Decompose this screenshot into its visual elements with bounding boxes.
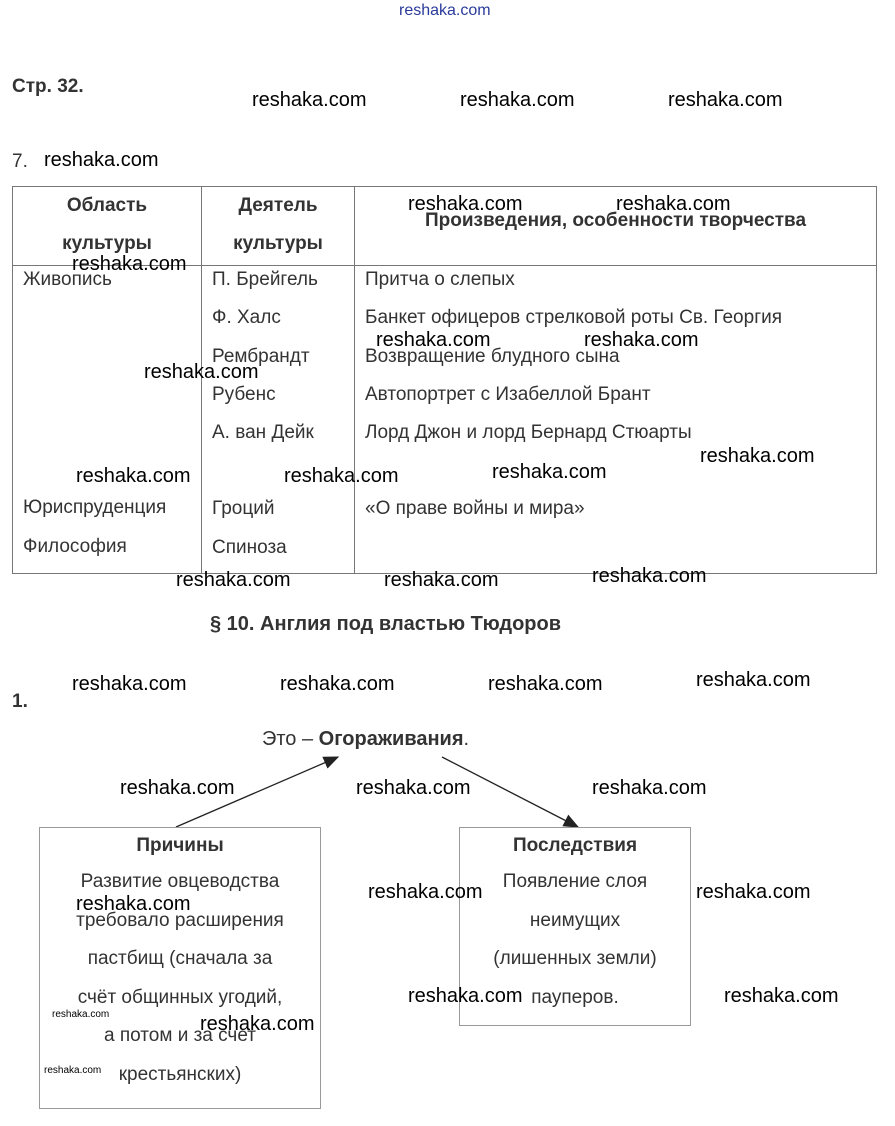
watermark: reshaka.com [120,777,235,799]
watermark: reshaka.com [176,569,291,591]
works-column: Притча о слепых Банкет офицеров стрелков… [354,265,877,574]
work-5: Лорд Джон и лорд Бернард Стюарты [365,422,692,444]
center-term: Это – Огораживания. [262,728,470,750]
watermark: reshaka.com [724,985,839,1007]
culture-table: Область культуры Деятель культуры Произв… [12,186,877,574]
area-law: Юриспруденция [23,497,167,519]
table-header-row: Область культуры Деятель культуры Произв… [12,186,877,266]
section-title: § 10. Англия под властью Тюдоров [210,613,562,635]
watermark: reshaka.com [616,193,731,215]
watermark: reshaka.com [696,881,811,903]
figure-grotius: Гроций [212,498,275,520]
watermark: reshaka.com [72,673,187,695]
watermark: reshaka.com [492,461,607,483]
watermark: reshaka.com [700,445,815,467]
watermark: reshaka.com [72,253,187,275]
watermark: reshaka.com [592,777,707,799]
watermark: reshaka.com [592,565,707,587]
watermark: reshaka.com [76,893,191,915]
watermark: reshaka.com [284,465,399,487]
work-2: Банкет офицеров стрелковой роты Св. Геор… [365,307,783,329]
causes-title: Причины [136,835,224,856]
watermark: reshaka.com [408,985,523,1007]
watermark: reshaka.com [368,881,483,903]
watermark: reshaka.com [376,329,491,351]
work-3: Возвращение блудного сына [365,345,620,367]
area-column: Живопись Юриспруденция Философия [12,265,202,574]
watermark: reshaka.com [76,465,191,487]
watermark-small: reshaka.com [44,1065,102,1076]
watermark-small: reshaka.com [52,1009,110,1020]
watermark: reshaka.com [280,673,395,695]
figure-rubens: Рубенс [212,383,276,405]
effects-title: Последствия [512,835,638,856]
watermark: reshaka.com [488,673,603,695]
header-area: Область культуры [12,186,202,266]
watermark: reshaka.com [144,361,259,383]
watermark: reshaka.com [668,89,783,111]
work-4: Автопортрет с Изабеллой Брант [365,383,651,405]
watermark: reshaka.com [384,569,499,591]
figure-column: П. Брейгель Ф. Халс Рембрандт Рубенс А. … [201,265,355,574]
figure-van-dyck: А. ван Дейк [212,422,314,444]
figure-hals: Ф. Халс [212,307,281,329]
causes-box: Причины Развитие овцеводства требовало р… [39,827,321,1109]
arrow-causes-to-term [175,756,340,828]
area-philosophy: Философия [23,535,127,557]
work-1: Притча о слепых [365,269,515,290]
watermark: reshaka.com [584,329,699,351]
figure-bruegel: П. Брейгель [212,269,318,290]
watermark: reshaka.com [44,149,159,171]
header-works: Произведения, особенности творчества [354,186,877,266]
area-painting: Живопись [23,269,112,290]
arrow-term-to-effects [441,756,580,828]
work-6: «О праве войны и мира» [365,498,585,520]
figure-rembrandt: Рембрандт [212,345,310,367]
watermark: reshaka.com [460,89,575,111]
task-1-number: 1. [12,691,28,712]
watermark: reshaka.com [408,193,523,215]
table-row: Живопись Юриспруденция Философия П. Брей… [12,265,877,574]
watermark: reshaka.com [696,669,811,691]
page-reference: Стр. 32. [12,76,84,97]
effects-box: Последствия Появление слоя неимущих (лиш… [459,827,691,1026]
watermark: reshaka.com [356,777,471,799]
watermark-top: reshaka.com [399,2,491,19]
task-7-number: 7. [12,151,28,172]
watermark: reshaka.com [252,89,367,111]
watermark: reshaka.com [200,1013,315,1035]
figure-spinoza: Спиноза [212,536,287,558]
